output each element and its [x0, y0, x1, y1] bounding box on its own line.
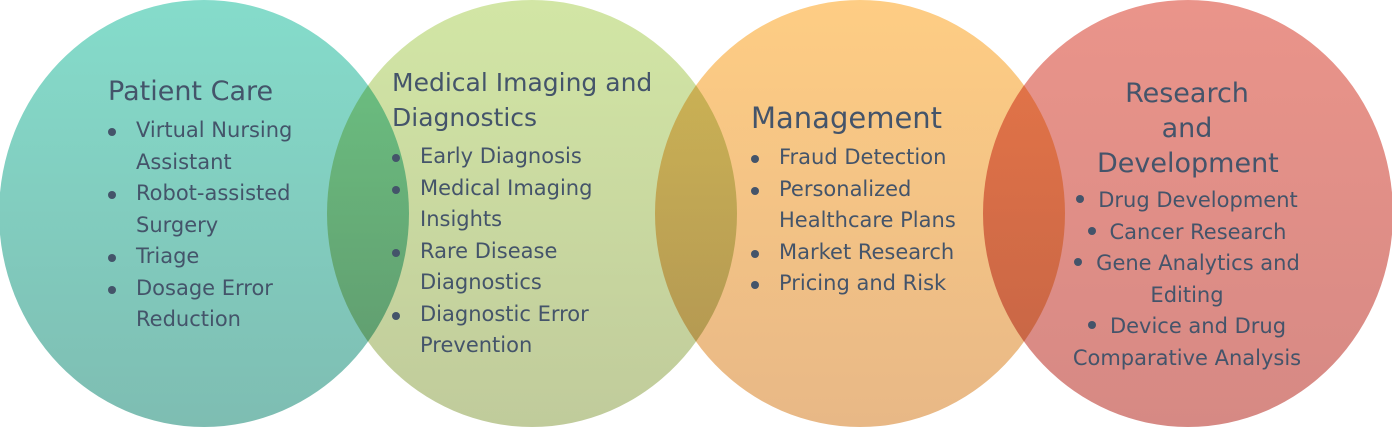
- management-section: Management Fraud Detection Personalized …: [751, 101, 991, 300]
- item-label: Fraud Detection: [779, 145, 947, 169]
- bullet-icon: [751, 155, 759, 163]
- item-label: Cancer Research: [1109, 219, 1287, 244]
- bullet-icon: [751, 281, 759, 289]
- medical-imaging-section: Medical Imaging and Diagnostics Early Di…: [392, 65, 682, 362]
- item-label: Diagnostic Error Prevention: [420, 301, 589, 358]
- item-label: Drug Development: [1098, 188, 1298, 212]
- circle-patient-care: [0, 0, 409, 427]
- patient-care-section: Patient Care Virtual Nursing Assistant R…: [108, 74, 348, 336]
- list-item: Medical Imaging Insights: [392, 173, 620, 236]
- item-list: Fraud Detection Personalized Healthcare …: [751, 142, 991, 300]
- item-label: Early Diagnosis: [420, 144, 582, 168]
- item-label: Personalized Healthcare Plans: [779, 176, 956, 233]
- list-item: Dosage Error Reduction: [108, 273, 348, 336]
- list-item: Drug Development: [1062, 185, 1312, 217]
- item-label: Market Research: [779, 239, 955, 264]
- list-item: Diagnostic Error Prevention: [392, 299, 620, 362]
- bullet-icon: [392, 185, 400, 194]
- circle-research: [983, 0, 1392, 427]
- list-item: Rare Disease Diagnostics: [392, 236, 600, 299]
- bullet-icon: [108, 254, 116, 262]
- circle-management: [655, 0, 1065, 427]
- list-item: Gene Analytics and Editing: [1067, 248, 1307, 311]
- section-title: Management: [751, 101, 943, 135]
- bullet-icon: [1087, 226, 1096, 235]
- bullet-icon: [1087, 321, 1096, 329]
- bullet-icon: [392, 248, 400, 257]
- item-label: Virtual Nursing Assistant: [136, 118, 293, 174]
- research-section: Research and Development Drug Developmen…: [1062, 76, 1312, 374]
- item-label: Robot-assisted Surgery: [136, 181, 291, 237]
- bullet-icon: [108, 285, 116, 294]
- list-item: Virtual Nursing Assistant: [108, 115, 348, 178]
- list-item: Early Diagnosis: [392, 141, 682, 173]
- list-item: Robot-assisted Surgery: [108, 178, 348, 241]
- list-item: Triage: [108, 241, 348, 273]
- item-label: Pricing and Risk: [779, 271, 947, 295]
- item-list: Early Diagnosis Medical Imaging Insights…: [392, 141, 682, 362]
- item-list: Drug Development Cancer Research Gene An…: [1062, 185, 1312, 374]
- item-label: Gene Analytics and Editing: [1096, 251, 1300, 307]
- list-item: Fraud Detection: [751, 142, 991, 174]
- bullet-icon: [751, 186, 759, 195]
- item-label: Dosage Error Reduction: [136, 275, 273, 332]
- bullet-icon: [392, 154, 400, 162]
- section-title: Research and Development: [1097, 78, 1279, 179]
- bullet-icon: [108, 191, 116, 199]
- item-label: Rare Disease Diagnostics: [420, 238, 558, 295]
- bullet-icon: [1076, 195, 1085, 203]
- list-item: Personalized Healthcare Plans: [751, 174, 989, 237]
- section-title: Medical Imaging and Diagnostics: [392, 68, 653, 132]
- list-item: Device and Drug Comparative Analysis: [1052, 311, 1322, 374]
- bullet-icon: [1074, 258, 1083, 266]
- list-item: Market Research: [751, 237, 991, 269]
- item-label: Device and Drug Comparative Analysis: [1072, 314, 1302, 370]
- bullet-icon: [392, 311, 400, 320]
- bullet-icon: [108, 128, 116, 136]
- bullet-icon: [751, 249, 759, 258]
- section-title: Patient Care: [108, 76, 274, 107]
- list-item: Pricing and Risk: [751, 268, 991, 300]
- list-item: Cancer Research: [1062, 217, 1312, 249]
- circle-medical-imaging: [327, 0, 737, 427]
- item-label: Medical Imaging Insights: [420, 175, 593, 232]
- item-label: Triage: [136, 244, 200, 268]
- item-list: Virtual Nursing Assistant Robot-assisted…: [108, 115, 348, 336]
